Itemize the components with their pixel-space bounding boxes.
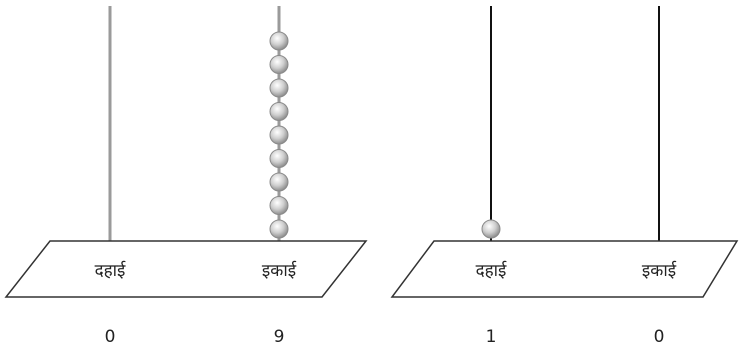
abacus-right: दहाई इकाई 1 0: [392, 6, 737, 347]
abacus-left-ones-bead: [270, 79, 288, 97]
abacus-left-ones-bead: [270, 220, 288, 238]
abacus-right-tens-label: दहाई: [476, 260, 508, 281]
abacus-left-base: [6, 241, 366, 297]
abacus-left-ones-bead: [270, 197, 288, 215]
abacus-left-ones-bead: [270, 173, 288, 191]
abacus-left: दहाई इकाई 0 9: [6, 6, 366, 347]
abacus-left-ones-value: 9: [274, 327, 285, 347]
abacus-right-ones-label: इकाई: [642, 260, 677, 281]
abacus-left-ones-bead: [270, 32, 288, 50]
abacus-right-tens-value: 1: [486, 327, 497, 347]
abacus-right-tens-bead: [482, 220, 500, 238]
abacus-left-ones-bead: [270, 150, 288, 168]
abacus-left-tens-label: दहाई: [95, 260, 127, 281]
abacus-right-tens-beads: [482, 220, 500, 238]
abacus-right-ones-value: 0: [654, 327, 665, 347]
abacus-right-base: [392, 241, 737, 297]
abacus-left-ones-bead: [270, 103, 288, 121]
abacus-left-ones-bead: [270, 56, 288, 74]
abacus-left-tens-value: 0: [105, 327, 116, 347]
abacus-left-ones-bead: [270, 126, 288, 144]
abacus-left-ones-beads: [270, 32, 288, 238]
abacus-left-ones-label: इकाई: [262, 260, 297, 281]
